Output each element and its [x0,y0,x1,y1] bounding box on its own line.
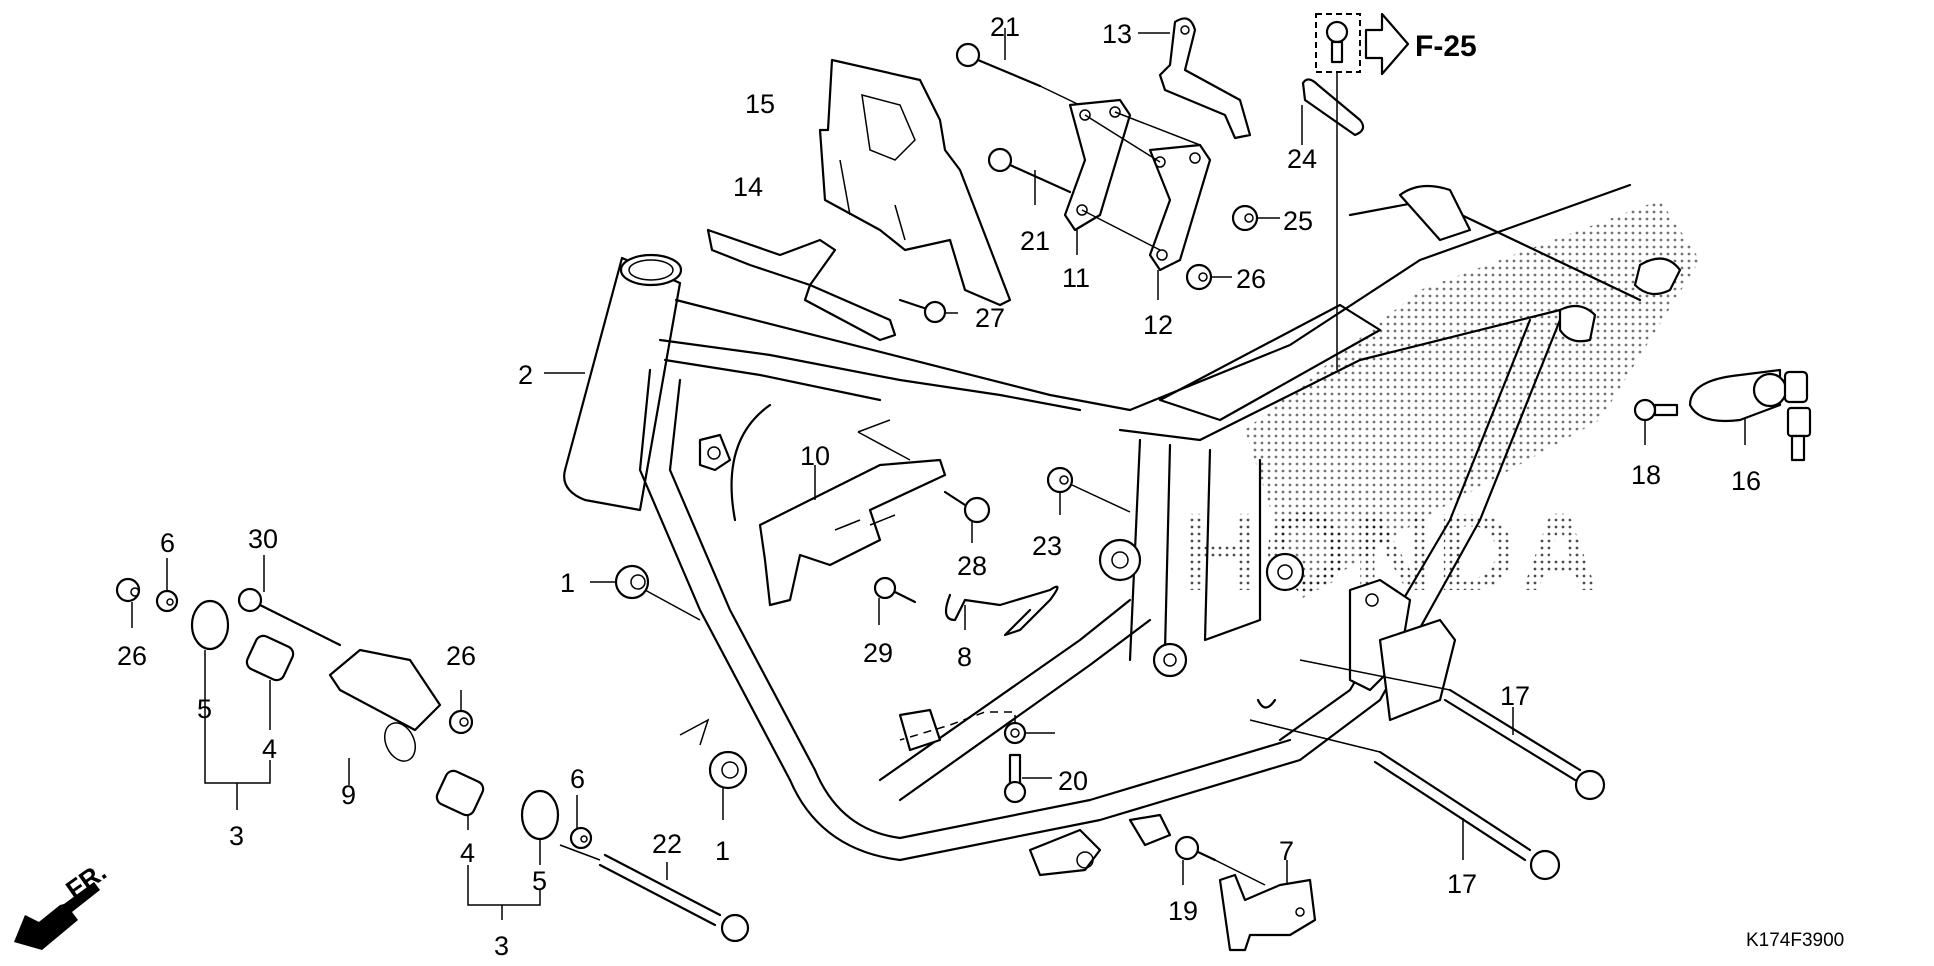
f25-reference-label[interactable]: F-25 [1415,30,1477,63]
part-30-bolt [873,576,917,625]
part-4-bushings [245,634,485,830]
part-28-bolt [898,298,958,324]
part-5-rubbers [190,599,560,865]
callout-1[interactable]: 1 [715,836,730,866]
callout-26[interactable]: 25 [1283,206,1313,236]
callout-5[interactable]: 5 [197,694,212,724]
callout-8[interactable]: 8 [957,642,972,672]
callout-3[interactable]: 3 [229,821,244,851]
callout-12[interactable]: 12 [1143,310,1173,340]
part-31-bolt [237,555,342,647]
part-22-bolt [559,844,750,943]
part-25-nut [899,711,1055,745]
honda-watermark: HONDA [1180,200,1700,614]
callout-13[interactable]: 13 [1102,19,1132,49]
callout-2[interactable]: 2 [518,360,533,390]
callout-27[interactable]: 26 [117,641,147,671]
callout-16[interactable]: 16 [1731,466,1761,496]
callout-9[interactable]: 9 [341,780,356,810]
callout-7[interactable]: 7 [1279,836,1294,866]
callout-18[interactable]: 18 [1631,460,1661,490]
part-18-bolt [1633,398,1679,445]
bracket-group-3 [204,685,541,920]
callout-20[interactable]: 20 [1058,766,1088,796]
front-direction-indicator: FR. [14,856,112,950]
callout-6[interactable]: 6 [160,528,175,558]
svg-text:FR.: FR. [60,856,112,905]
part-13-bracket [1138,17,1252,140]
part-7-bracket [1218,860,1317,952]
part-16-helmet-lock [1688,368,1812,462]
callout-10[interactable]: 10 [800,441,830,471]
part-8-clip [944,585,1059,637]
callout-6[interactable]: 6 [570,764,585,794]
part-27-nut [115,577,141,628]
callout-31[interactable]: 30 [248,524,278,554]
part-20-bolt [1003,753,1052,804]
callout-4[interactable]: 4 [262,734,277,764]
callout-26[interactable]: 26 [446,641,476,671]
callout-1[interactable]: 1 [560,568,575,598]
f25-arrow-icon [1364,12,1410,76]
part-19-bolt [1174,835,1266,886]
callout-23[interactable]: 23 [1032,531,1062,561]
callout-15[interactable]: 15 [745,89,775,119]
part-24-clamp [1301,78,1365,145]
callout-19[interactable]: 19 [1168,896,1198,926]
callout-24[interactable]: 24 [1287,144,1317,174]
callout-14[interactable]: 14 [733,172,763,202]
part-21-bolts [955,28,1091,205]
part-23-nut [1046,466,1131,515]
main-frame [544,183,1682,877]
callout-5[interactable]: 5 [532,866,547,896]
callout-30[interactable]: 29 [863,638,893,668]
callout-labels: 1 1 2 3 3 4 4 5 5 6 6 7 8 9 10 11 12 13 … [117,12,1761,961]
callout-22[interactable]: 22 [652,829,682,859]
part-9-pipe [328,648,442,785]
callout-28[interactable]: 27 [975,303,1005,333]
callout-11[interactable]: 11 [1062,263,1090,293]
callout-4[interactable]: 4 [460,838,475,868]
part-1-mounts [590,564,748,820]
f25-reference-bolt [1315,13,1361,370]
part-11-12-brackets [1063,98,1212,300]
callout-17[interactable]: 17 [1447,869,1477,899]
callout-29[interactable]: 28 [957,551,987,581]
callout-21[interactable]: 21 [1020,226,1050,256]
part-26-nuts [448,204,1280,735]
part-17-bolts [1249,659,1606,881]
part-10-bracket [758,419,947,607]
part-6-collar [155,558,593,850]
diagram-code: K174F3900 [1746,930,1844,951]
part-14-bracket [706,228,897,342]
part-15-plate [818,58,1012,307]
callout-26[interactable]: 26 [1236,264,1266,294]
callout-17[interactable]: 17 [1500,681,1530,711]
callout-3[interactable]: 3 [494,931,509,961]
callout-21[interactable]: 21 [990,12,1020,42]
part-29-bolt [943,490,991,543]
